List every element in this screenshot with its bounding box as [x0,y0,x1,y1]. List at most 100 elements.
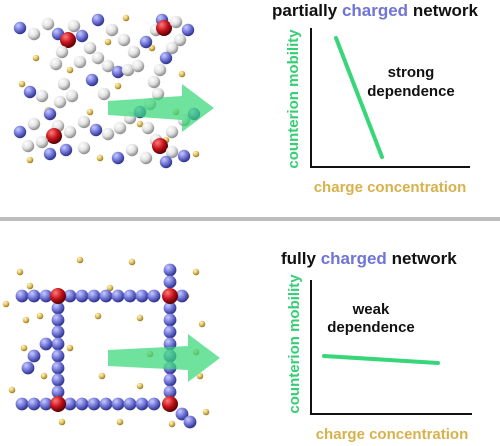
transition-arrow [108,84,214,132]
counterion [202,408,210,416]
counterion [116,418,124,426]
counterion [128,258,136,266]
neutral-bead [147,75,161,89]
charged-bead [135,289,149,303]
crosslink-bead [156,20,172,36]
counterion [192,268,200,276]
neutral-bead [173,33,187,47]
charged-bead [175,407,189,421]
y-axis-label: counterion mobility [286,274,303,414]
annotation-line-2: dependence [327,319,415,336]
charged-bead [183,415,197,429]
counterion [8,386,16,394]
panel-title: fully charged network [281,249,457,268]
partially-charged-network-illustration [13,13,201,169]
neutral-bead [127,45,141,59]
annotation-line-1: strong [388,64,435,81]
neutral-bead [53,95,67,109]
charged-bead [89,123,103,137]
neutral-bead [67,19,81,33]
charged-bead [159,155,173,169]
charged-bead [21,361,35,375]
neutral-bead [35,135,49,149]
charged-bead [163,325,177,339]
charged-bead [111,397,125,411]
neutral-bead [169,15,183,29]
counterion [26,282,34,290]
counterion [20,344,28,352]
charged-bead [43,147,57,161]
charged-bead [51,313,65,327]
crosslink-bead [46,128,62,144]
charged-bead [51,349,65,363]
charged-bead [139,35,153,49]
neutral-bead [27,117,41,131]
charged-bead [63,289,77,303]
neutral-bead [65,89,79,103]
fully-charged-network-illustration [2,256,210,429]
neutral-bead [165,145,179,159]
neutral-bead [153,63,167,77]
counterion [106,284,114,292]
panel-divider [0,217,500,221]
charged-bead [111,65,125,79]
fully-charged-svg: fully charged network weak dependence co… [2,249,472,443]
partially-charged-svg: partially charged network strong depende… [13,1,479,196]
neutral-bead [21,139,35,153]
neutral-bead [55,45,69,59]
counterion [58,418,66,426]
x-axis-label: charge concentration [316,426,469,443]
charged-bead [75,397,89,411]
charged-bead [39,397,53,411]
charged-bead [99,289,113,303]
charged-bead [99,397,113,411]
crosslink-bead [162,288,178,304]
counterion [26,156,34,164]
neutral-bead [105,23,119,37]
counterion [96,154,104,162]
counterion [66,66,74,74]
crosslink-bead [50,288,66,304]
neutral-bead [41,17,55,31]
charged-bead [163,373,177,387]
charged-bead [15,289,29,303]
charged-bead [135,397,149,411]
charged-bead [51,301,65,315]
charged-bead [163,275,177,289]
charged-bead [177,149,191,163]
neutral-bead [101,127,115,141]
charged-bead [59,143,73,157]
transition-arrow [108,334,220,382]
counterion [178,70,186,78]
charged-bead [27,397,41,411]
charged-bead [159,51,173,65]
counterion [198,320,206,328]
charged-bead [87,397,101,411]
charged-bead [27,349,41,363]
annotation-line-2: dependence [367,83,455,100]
counterion [168,420,176,428]
neutral-bead [141,121,155,135]
neutral-bead [125,143,139,157]
neutral-bead [117,33,131,47]
charged-bead [27,289,41,303]
charged-bead [175,289,189,303]
charged-bead [123,397,137,411]
counterion [192,150,200,158]
charged-bead [163,313,177,327]
counterion [196,372,204,380]
crosslink-bead [60,32,76,48]
neutral-bead [113,121,127,135]
counterion [40,372,48,380]
mobility-curve [334,36,384,159]
counterion [136,382,144,390]
charged-bead [51,361,65,375]
neutral-bead [35,89,49,103]
charged-bead [163,263,177,277]
charged-bead [147,397,161,411]
neutral-bead [91,51,105,65]
neutral-bead [83,41,97,55]
charged-bead [181,23,195,37]
counterion [66,344,74,352]
counterion [2,300,10,308]
